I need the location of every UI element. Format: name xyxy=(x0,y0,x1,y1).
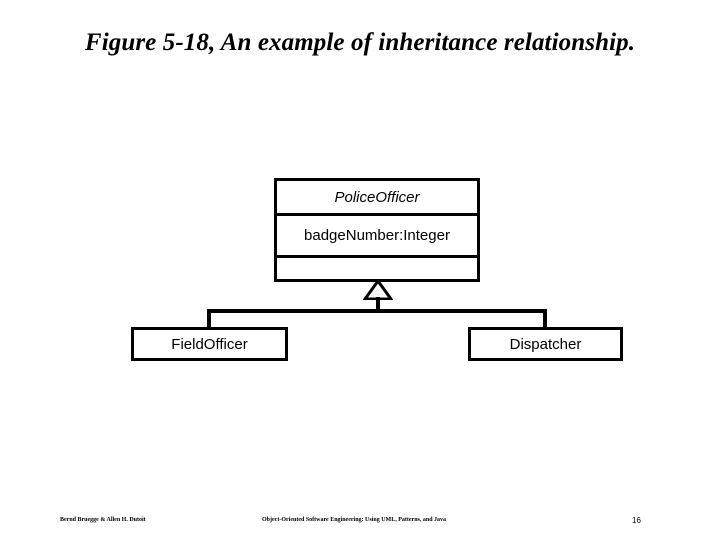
generalization-branch-field-officer xyxy=(207,309,211,329)
class-name-dispatcher: Dispatcher xyxy=(509,335,582,353)
class-name-police-officer: PoliceOfficer xyxy=(334,188,420,206)
class-box-dispatcher[interactable]: Dispatcher xyxy=(468,327,623,361)
page-title: Figure 5-18, An example of inheritance r… xyxy=(84,29,636,56)
class-operations-compartment-police-officer xyxy=(277,255,477,275)
footer-page-number: 16 xyxy=(632,516,641,525)
class-attribute-badge-number: badgeNumber:Integer xyxy=(277,213,477,255)
footer-book-title: Object-Oriented Software Engineering: Us… xyxy=(262,517,447,523)
class-box-field-officer[interactable]: FieldOfficer xyxy=(131,327,288,361)
generalization-stem-line xyxy=(376,297,380,312)
footer-author: Bernd Bruegge & Allen H. Dutoit xyxy=(60,517,146,523)
class-name-field-officer: FieldOfficer xyxy=(171,335,248,353)
generalization-bus-line xyxy=(207,309,547,313)
generalization-branch-dispatcher xyxy=(543,309,547,329)
class-box-police-officer[interactable]: PoliceOfficer badgeNumber:Integer xyxy=(274,178,480,282)
slide-footer: Bernd Bruegge & Allen H. Dutoit Object-O… xyxy=(0,512,720,532)
